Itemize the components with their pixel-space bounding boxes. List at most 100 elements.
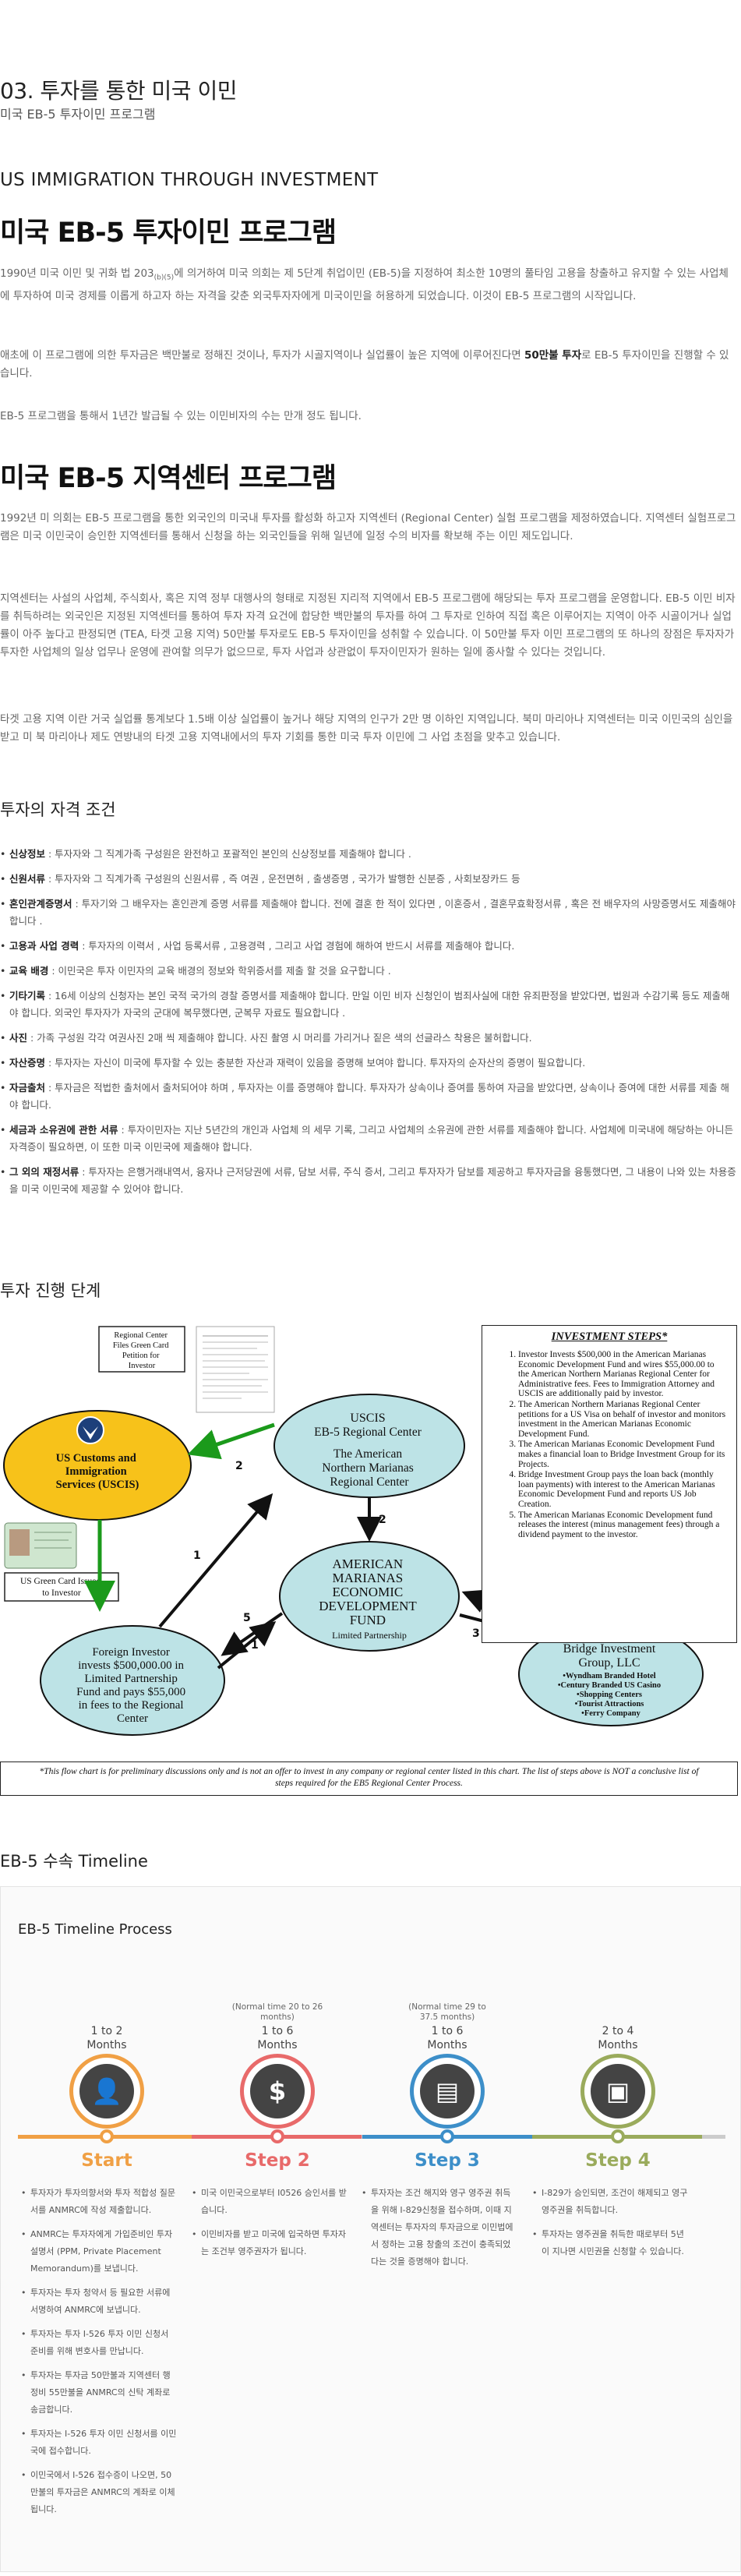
timeline-step-list: 미국 이민국으로부터 I0526 승인서를 받습니다.이민비자를 받고 미국에 … [192, 2185, 348, 2267]
qualification-item: 신상정보 : 투자자와 그 직계가족 구성원은 완전하고 포괄적인 본인의 신상… [0, 846, 736, 863]
timeline-dot [440, 2129, 454, 2143]
investment-steps-box: INVESTMENT STEPS* Investor Invests $500,… [482, 1325, 737, 1643]
petition-line-4: Investor [129, 1362, 156, 1370]
timeline-normal-time: (Normal time 29 to 37.5 months) [408, 2002, 486, 2022]
arrow-label-2a: 2 [235, 1460, 243, 1472]
qualification-text: : 투자자는 자신이 미국에 투자할 수 있는 충분한 자산과 재력이 있음을 … [45, 1057, 586, 1069]
id-card-icon: ▣ [591, 2064, 645, 2118]
timeline-duration-unit: Months [427, 2039, 468, 2051]
regional-paragraph-3: 타겟 고용 지역 이란 거국 실업률 통계보다 1.5배 이상 실업률이 높거나… [0, 713, 733, 744]
arrow-label-5: 5 [243, 1612, 251, 1624]
qualification-item: 혼인관계증명서 : 투자기와 그 배우자는 혼인관계 증명 서류를 제출해야 합… [0, 896, 736, 930]
foreign-investor-node [40, 1625, 225, 1736]
timeline-duration-unit: Months [257, 2039, 298, 2051]
petition-line-3: Petition for [122, 1352, 160, 1360]
timeline-step-list: I-829가 승인되면, 조건이 해제되고 영구 영주권을 취득합니다. 투자자는… [532, 2185, 688, 2267]
uscis-regional-center-node [273, 1394, 465, 1498]
timeline-step-list: 투자자가 투자의향서와 투자 적합성 질문서를 ANMRC에 작성 제출합니다.… [21, 2185, 177, 2525]
timeline-step-circle: 👤 [69, 2054, 144, 2129]
timeline-title: EB-5 Timeline Process [18, 1921, 172, 1938]
uscis-customs-text: US Customs and Immigration Services (USC… [56, 1452, 139, 1491]
timeline-step-item: 투자자는 투자 I-526 투자 이민 신청서 준비를 위해 변호사를 만납니다… [21, 2326, 177, 2360]
program-paragraph-1: 1990년 미국 이민 및 귀화 법 203(b)(5)에 의거하여 미국 의회… [0, 267, 729, 302]
investment-flow-chart: Regional Center Files Green Card Petitio… [0, 1325, 741, 1800]
qualification-label: 세금과 소유권에 관한 서류 [9, 1124, 118, 1136]
qualification-item: 자금출처 : 투자금은 적법한 출처에서 출처되어야 하며 , 투자자는 이를 … [0, 1080, 736, 1114]
qualification-label: 신상정보 [9, 848, 46, 860]
qualification-text: : 투자자와 그 직계가족 구성원의 신원서류 , 즉 여권 , 운전면허 , … [45, 873, 520, 885]
uscis-customs-node [3, 1410, 192, 1521]
regional-paragraph-1: 1992년 미 의회는 EB-5 프로그램을 통한 외국인의 미국내 투자를 활… [0, 512, 736, 542]
petition-line-1: Regional Center [114, 1331, 168, 1340]
qualification-label: 혼인관계증명서 [9, 898, 72, 910]
dollar-icon: $ [250, 2064, 305, 2118]
qualification-label: 자금출처 [9, 1082, 46, 1094]
regional-paragraph-2: 지역센터는 사설의 사업체, 주식회사, 혹은 지역 정부 대행사의 형태로 지… [0, 592, 736, 659]
timeline-step-label: Step 3 [415, 2150, 480, 2171]
qualification-label: 신원서류 [9, 873, 46, 885]
investment-step: The American Marianas Economic Developme… [518, 1440, 727, 1469]
timeline-step-item: 이민비자를 받고 미국에 입국하면 투자자는 조건부 영주권자가 됩니다. [192, 2226, 348, 2260]
timeline-dot [270, 2129, 284, 2143]
timeline-step-item: 투자자는 영주권을 취득한 때로부터 5년이 지나면 시민권을 신청할 수 있습… [532, 2226, 688, 2260]
investment-step: Bridge Investment Group pays the loan ba… [518, 1470, 727, 1509]
timeline-step-item: 이민국에서 I-526 접수증이 나오면, 50만불의 투자금은 ANMRC의 … [21, 2467, 177, 2518]
arrow-1-up [158, 1493, 273, 1628]
timeline-step-item: 투자자가 투자의향서와 투자 적합성 질문서를 ANMRC에 작성 제출합니다. [21, 2185, 177, 2219]
timeline-step-item: 투자자는 조건 해지와 영구 영주권 취득을 위해 I-829신청을 접수하며,… [362, 2185, 517, 2270]
timeline-step-label: Step 4 [585, 2150, 651, 2171]
qualification-item: 사진 : 가족 구성원 각각 여권사진 2매 씩 제출해야 합니다. 사진 촬영… [0, 1030, 736, 1047]
qualification-label: 교육 배경 [9, 965, 49, 977]
english-heading: US IMMIGRATION THROUGH INVESTMENT [0, 170, 379, 190]
qualification-item: 기타기록 : 16세 이상의 신청자는 본인 국적 국가의 경찰 증명서를 제출… [0, 988, 736, 1022]
foreign-investor-text: Foreign Investor invests $500,000.00 in … [76, 1646, 189, 1725]
timeline-normal-time: (Normal time 20 to 26 months) [231, 2002, 323, 2022]
qualification-item: 교육 배경 : 이민국은 투자 이민자의 교육 배경의 정보와 학위증서를 제출… [0, 963, 736, 980]
program-paragraph-2: 애초에 이 프로그램에 의한 투자금은 백만불로 정해진 것이나, 투자가 시골… [0, 349, 729, 380]
person-icon: 👤 [79, 2064, 134, 2118]
qualification-item: 그 외의 재정서류 : 투자자는 은행거래내역서, 융자나 근저당권에 서류, … [0, 1164, 736, 1198]
qualification-label: 고용과 사업 경력 [9, 940, 79, 952]
flow-disclaimer: *This flow chart is for preliminary disc… [0, 1762, 738, 1796]
investment-steps-list: Investor Invests $500,000 in the America… [492, 1350, 727, 1539]
qualification-item: 자산증명 : 투자자는 자신이 미국에 투자할 수 있는 충분한 자산과 재력이… [0, 1055, 736, 1072]
timeline-step-circle: ▣ [580, 2054, 655, 2129]
arrow-label-2b: 2 [379, 1514, 386, 1526]
uscis-seal-icon [76, 1416, 104, 1444]
arrow-1 [217, 1620, 277, 1670]
qualification-text: : 투자자의 이력서 , 사업 등록서류 , 고용경력 , 그리고 사업 경험에… [79, 940, 515, 952]
qualification-text: : 이민국은 투자 이민자의 교육 배경의 정보와 학위증서를 제출 할 것을 … [48, 965, 391, 977]
timeline-step-item: ANMRC는 투자자에게 가입준비인 투자설명서 (PPM, Private P… [21, 2226, 177, 2277]
qualification-text: : 투자자는 은행거래내역서, 융자나 근저당권에 서류, 담보 서류, 주식 … [9, 1166, 736, 1195]
qualification-text: : 투자자와 그 직계가족 구성원은 완전하고 포괄적인 본인의 신상정보를 제… [45, 848, 411, 860]
qualification-text: : 가족 구성원 각각 여권사진 2매 씩 제출해야 합니다. 사진 촬영 시 … [27, 1032, 532, 1044]
qualification-text: : 투자이민자는 지난 5년간의 개인과 사업체 의 세무 기록, 그리고 사업… [9, 1124, 734, 1153]
timeline-duration-unit: Months [598, 2039, 638, 2051]
qualification-text: : 투자금은 적법한 출처에서 출처되어야 하며 , 투자자는 이를 증명해야 … [9, 1082, 730, 1111]
qualifications-title: 투자의 자격 조건 [0, 800, 116, 819]
flow-title: 투자 진행 단계 [0, 1281, 101, 1300]
timeline-duration: 1 to 6 [261, 2025, 294, 2037]
investment-step: The American Northern Marianas Regional … [518, 1400, 727, 1439]
investment-step: Investor Invests $500,000 in the America… [518, 1350, 727, 1399]
investment-step: The American Marianas Economic Developme… [518, 1511, 727, 1540]
timeline-step-item: I-829가 승인되면, 조건이 해제되고 영구 영주권을 취득합니다. [532, 2185, 688, 2219]
briefcase-icon: ▤ [420, 2064, 475, 2118]
qualification-label: 그 외의 재정서류 [9, 1166, 79, 1178]
section-title: 03. 투자를 통한 미국 이민 [0, 78, 237, 104]
petition-box [98, 1326, 185, 1373]
bridge-investment-text: Bridge Investment Group, LLC •Wyndham Br… [558, 1642, 664, 1718]
program-title: 미국 EB-5 투자이민 프로그램 [0, 217, 337, 249]
arrow-5 [221, 1612, 284, 1656]
program-paragraph-3: EB-5 프로그램을 통해서 1년간 발급될 수 있는 이민비자의 수는 만개 … [0, 410, 362, 422]
flow-diagram: Regional Center Files Green Card Petitio… [3, 1326, 704, 1736]
timeline-section-title: EB-5 수속 Timeline [0, 1852, 148, 1871]
qualification-item: 세금과 소유권에 관한 서류 : 투자이민자는 지난 5년간의 개인과 사업체 … [0, 1122, 736, 1156]
qualification-item: 고용과 사업 경력 : 투자자의 이력서 , 사업 등록서류 , 고용경력 , … [0, 938, 736, 955]
section-subtitle: 미국 EB-5 투자이민 프로그램 [0, 107, 156, 122]
timeline-step-item: 투자자는 투자금 50만불과 지역센터 행정비 55만불을 ANMRC의 신탁 … [21, 2367, 177, 2419]
petition-line-2: Files Green Card [113, 1341, 169, 1350]
fund-text: AMERICAN MARIANAS ECONOMIC DEVELOPMENT F… [319, 1557, 420, 1641]
timeline-duration-unit: Months [86, 2039, 127, 2051]
